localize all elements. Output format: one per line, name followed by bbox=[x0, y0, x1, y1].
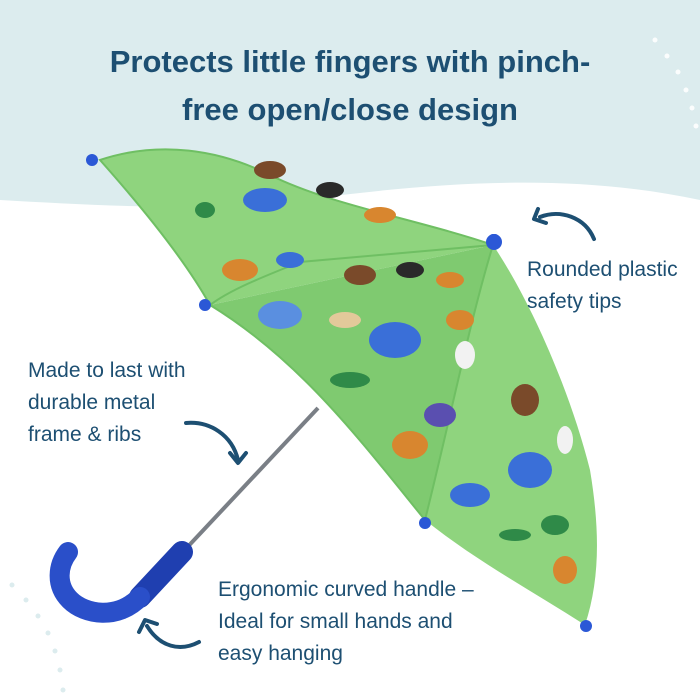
callout-tips-line-2: safety tips bbox=[527, 290, 622, 313]
callout-frame-line-2: durable metal bbox=[28, 391, 156, 414]
callout-metal-frame: Made to last with durable metal frame & … bbox=[28, 355, 238, 451]
safety-tips bbox=[86, 154, 592, 632]
callout-tips-line-1: Rounded plastic bbox=[527, 258, 678, 281]
umbrella-shaft bbox=[178, 406, 320, 557]
callout-handle-line-2: Ideal for small hands and bbox=[218, 610, 453, 633]
headline-line-1: Protects little fingers with pinch- bbox=[109, 44, 591, 79]
animal-print-pattern bbox=[195, 161, 577, 584]
headline-line-2: free open/close design bbox=[182, 92, 518, 127]
callout-handle-line-3: easy hanging bbox=[218, 642, 343, 665]
callout-handle-line-1: Ergonomic curved handle – bbox=[218, 578, 474, 601]
callout-frame-line-1: Made to last with bbox=[28, 359, 186, 382]
headline: Protects little fingers with pinch- free… bbox=[40, 38, 660, 134]
callout-frame-line-3: frame & ribs bbox=[28, 423, 142, 446]
callout-safety-tips: Rounded plastic safety tips bbox=[527, 254, 697, 318]
arrow-icon-frame bbox=[184, 420, 248, 465]
arrow-icon-tips bbox=[532, 207, 596, 241]
arrow-icon-handle bbox=[137, 618, 201, 649]
callout-curved-handle: Ergonomic curved handle – Ideal for smal… bbox=[218, 574, 518, 670]
umbrella-handle bbox=[49, 541, 193, 623]
